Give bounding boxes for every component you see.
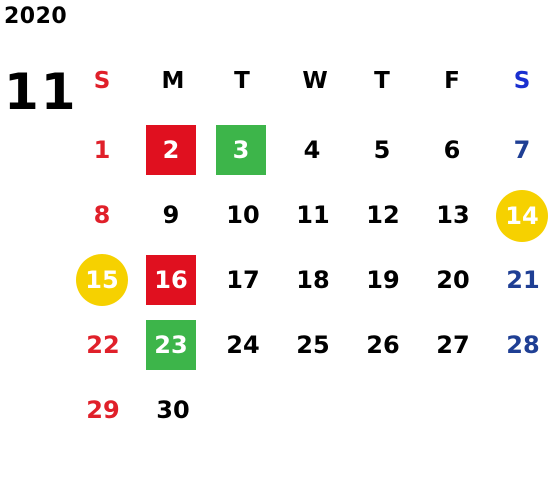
day-9[interactable]: 9 [162,201,180,229]
weekday-wed: W [302,68,328,94]
day-2[interactable]: 2 [146,125,196,175]
day-30[interactable]: 30 [156,396,190,424]
day-21[interactable]: 21 [506,266,540,294]
day-26[interactable]: 26 [366,331,400,359]
day-15[interactable]: 15 [76,254,128,306]
day-6[interactable]: 6 [443,136,461,164]
day-4[interactable]: 4 [303,136,321,164]
day-14[interactable]: 14 [496,190,548,242]
weekday-sun: S [93,68,111,94]
month-number: 11 [4,63,78,121]
day-12[interactable]: 12 [366,201,400,229]
day-5[interactable]: 5 [373,136,391,164]
day-7[interactable]: 7 [513,136,531,164]
weekday-mon: M [161,68,185,94]
day-18[interactable]: 18 [296,266,330,294]
day-24[interactable]: 24 [226,331,260,359]
day-8[interactable]: 8 [93,201,111,229]
day-16[interactable]: 16 [146,255,196,305]
day-17[interactable]: 17 [226,266,260,294]
day-23[interactable]: 23 [146,320,196,370]
day-1[interactable]: 1 [93,136,111,164]
day-22[interactable]: 22 [86,331,120,359]
weekday-thu: T [374,68,390,94]
day-13[interactable]: 13 [436,201,470,229]
year-label: 2020 [4,4,68,29]
day-29[interactable]: 29 [86,396,120,424]
day-27[interactable]: 27 [436,331,470,359]
day-20[interactable]: 20 [436,266,470,294]
day-25[interactable]: 25 [296,331,330,359]
day-19[interactable]: 19 [366,266,400,294]
weekday-tue: T [234,68,250,94]
day-11[interactable]: 11 [296,201,330,229]
day-3[interactable]: 3 [216,125,266,175]
weekday-fri: F [444,68,460,94]
weekday-sat: S [513,68,531,94]
day-10[interactable]: 10 [226,201,260,229]
day-28[interactable]: 28 [506,331,540,359]
